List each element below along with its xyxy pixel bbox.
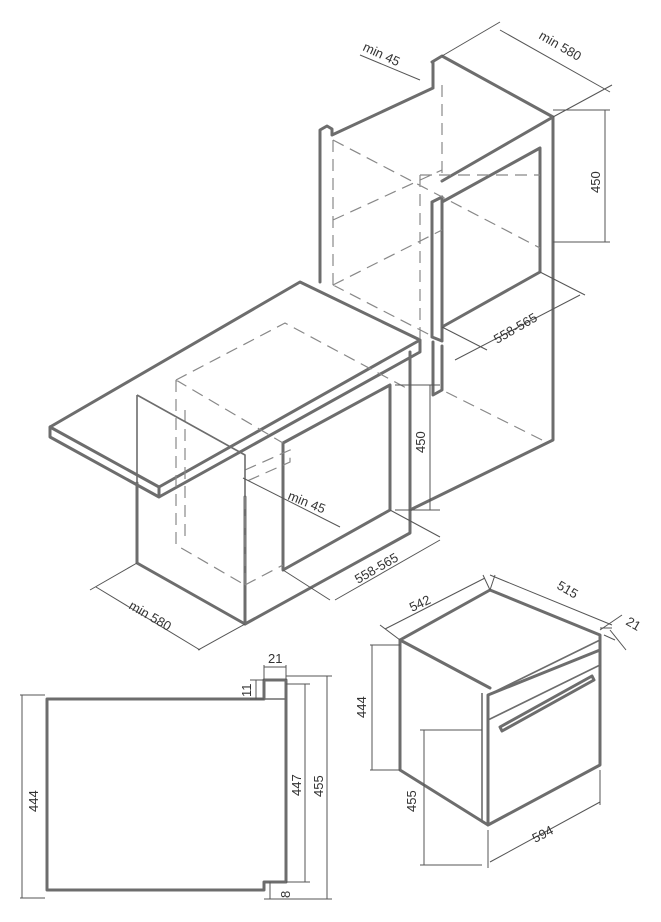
oven-dims [370,574,627,868]
tall-cabinet-outline [318,54,555,512]
side-profile-outline [45,678,288,892]
dim-label-min580-top: min 580 [537,28,585,64]
oven-handle [498,674,596,733]
side-profile-inner [264,698,286,883]
dim-label-min45-bottom: min 45 [286,488,328,517]
dim-label-444-oven: 444 [354,696,369,718]
dim-label-515-oven: 515 [555,578,581,602]
dim-label-8-side: 8 [278,891,293,898]
dim-label-min45-top: min 45 [361,39,403,69]
hidden-edges [175,85,543,586]
dim-label-21-oven: 21 [624,614,644,634]
cabinet-installation: min 580 min 45 450 558-565 450 min 45 55… [48,21,613,651]
oven-body-outline [398,588,602,827]
dim-lines-bottom [89,384,441,651]
worktop [48,280,422,499]
dim-label-447-side: 447 [289,774,304,796]
lower-cabinet-outline [135,340,444,626]
dim-label-450-top: 450 [588,171,603,193]
dim-label-594-oven: 594 [530,822,556,845]
dim-label-542-oven: 542 [407,592,433,615]
side-profile-dims [20,665,332,900]
side-profile-view: 444 21 11 447 455 8 [20,651,332,900]
inner-edges [136,394,246,497]
oven-door-panel [481,639,601,826]
oven-isometric-view: 542 515 21 444 455 594 [354,574,644,868]
dim-label-444-side: 444 [26,790,41,812]
dim-label-455-oven: 455 [404,790,419,812]
dim-label-558-565-bottom: 558-565 [352,550,401,587]
dim-label-11-side: 11 [239,684,254,698]
dim-label-min580-bottom: min 580 [127,598,175,634]
dim-label-450-bottom: 450 [413,431,428,453]
dim-label-455-side: 455 [311,775,326,797]
dim-lines-top [359,21,613,361]
dim-label-558-565-top: 558-565 [491,310,540,347]
dim-label-21-side: 21 [268,651,282,666]
